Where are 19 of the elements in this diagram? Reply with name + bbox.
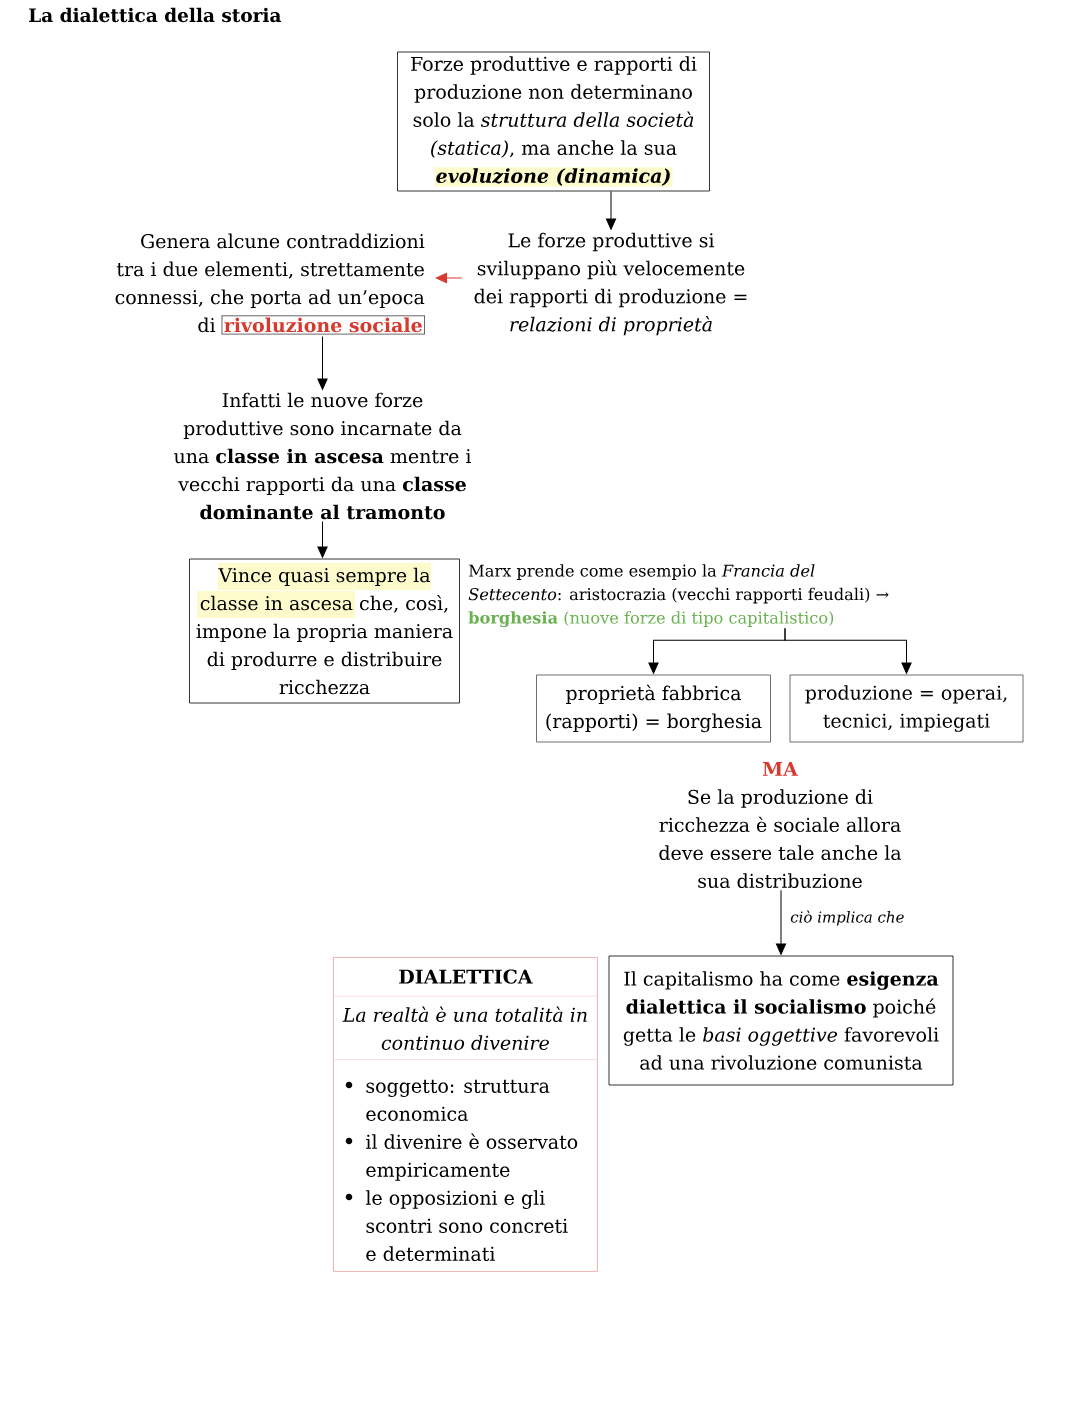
arrow bbox=[435, 272, 463, 284]
example-text: Marx prende come esempio la Francia del Settecento: aristocrazia (vecchi rapporti feudali) → borghesia (nuove forze di tipo capitalistico) bbox=[468, 564, 889, 628]
text-box: proprietà fabbrica (rapporti) = borghesia bbox=[536, 674, 771, 743]
arrow bbox=[317, 521, 328, 558]
note-text: Infatti le nuove forze produttive sono incarnate da una classe in ascesa mentre i vecchi rapporti da una classe dominante al tramonto bbox=[174, 392, 472, 520]
text-box: Vince quasi sempre la classe in ascesa che, così, impone la propria maniera di produrre e distribuire ricchezza bbox=[189, 558, 460, 704]
note-text: MA Se la produzione di ricchezza è sociale allora deve essere tale anche la sua distribuzione bbox=[659, 761, 902, 889]
arrow bbox=[605, 190, 617, 230]
edge-label: ciò implica che bbox=[789, 909, 906, 927]
text-box: Il capitalismo ha come esigenza dialettica il socialismo poiché getta le basi oggettive favorevoli ad una rivoluzione comunista bbox=[608, 955, 954, 1086]
note-text: Le forze produttive si sviluppano più velocemente dei rapporti di produzione = relazioni di proprietà bbox=[474, 232, 747, 336]
text-box: Forze produttive e rapporti di produzione non determinano solo la struttura della società (statica), ma anche la sua evoluzione (dinamica) bbox=[397, 51, 710, 192]
title: La dialettica della storia bbox=[29, 7, 282, 23]
arrow bbox=[317, 336, 328, 390]
arrow bbox=[775, 889, 787, 955]
arrow bbox=[784, 627, 912, 674]
note-text: Genera alcune contraddizioni tra i due elementi, strettamente connessi, che porta ad un’epoca di rivoluzione sociale bbox=[115, 233, 426, 335]
text-box: produzione = operai, tecnici, impiegati bbox=[789, 674, 1024, 743]
table-box: DIALETTICA La realtà è una totalità in continuo divenire soggetto: struttura economica il divenire è osservato empiricamente le opposizioni e gli scontri sono concreti e determinati bbox=[333, 957, 598, 1272]
